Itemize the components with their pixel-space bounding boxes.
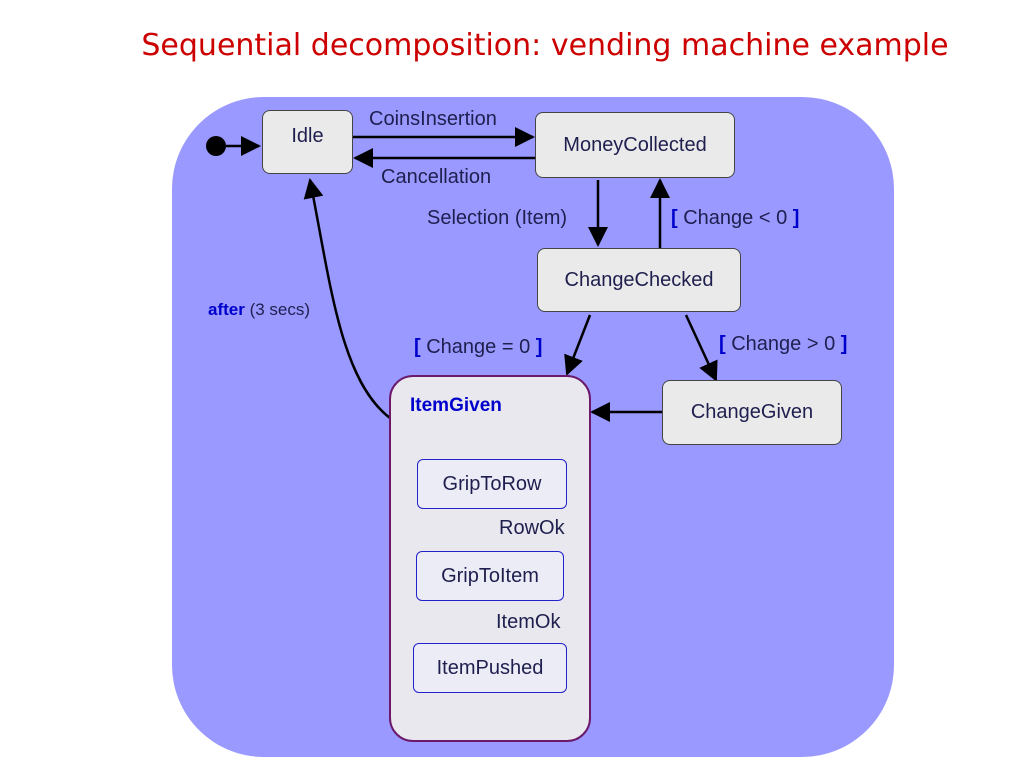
guard-open-bracket: [ [414,336,421,358]
substate-grip-to-item[interactable]: GripToItem [416,551,564,601]
label-cancellation: Cancellation [381,166,492,188]
after-keyword: after [208,300,245,319]
label-selection: Selection (Item) [427,207,568,229]
state-money-collected-label: MoneyCollected [563,133,707,156]
slide-title: Sequential decomposition: vending machin… [141,28,949,63]
substate-grip-to-row[interactable]: GripToRow [417,459,567,509]
guard-open-bracket: [ [671,207,678,229]
label-guard-change-lt: [ Change < 0 ] [671,207,799,230]
guard-open-bracket: [ [719,333,726,355]
state-change-given[interactable]: ChangeGiven [662,380,842,445]
change-gt-arrow [684,314,718,382]
label-row-ok: RowOk [499,517,565,539]
label-guard-change-eq: [ Change = 0 ] [414,336,542,359]
after-value: (3 secs) [249,300,311,319]
after-timeout-arrow [303,178,391,419]
change-eq-arrow [564,314,592,376]
state-change-given-label: ChangeGiven [690,401,814,423]
label-coins-insertion: CoinsInsertion [369,108,497,130]
state-change-checked-label: ChangeChecked [564,268,714,291]
label-guard-change-gt: [ Change > 0 ] [719,333,847,356]
state-change-checked[interactable]: ChangeChecked [537,248,741,312]
state-idle[interactable]: Idle [262,110,353,174]
guard-close-bracket: ] [840,333,848,355]
state-money-collected[interactable]: MoneyCollected [535,112,735,178]
guard-lt-text: Change < 0 [683,207,788,229]
substate-grip-to-row-label: GripToRow [442,472,542,495]
state-idle-label: Idle [291,125,324,147]
guard-close-bracket: ] [792,207,800,229]
substate-item-pushed-label: ItemPushed [436,656,544,679]
substate-item-pushed[interactable]: ItemPushed [413,643,567,693]
substate-grip-to-item-label: GripToItem [441,564,539,587]
initial-pseudostate [206,136,226,156]
guard-close-bracket: ] [535,336,543,358]
label-after-timeout: after (3 secs) [208,300,310,320]
guard-gt-text: Change > 0 [731,333,836,355]
item-given-title: ItemGiven [410,395,502,416]
label-item-ok: ItemOk [496,611,561,633]
guard-eq-text: Change = 0 [426,336,531,358]
